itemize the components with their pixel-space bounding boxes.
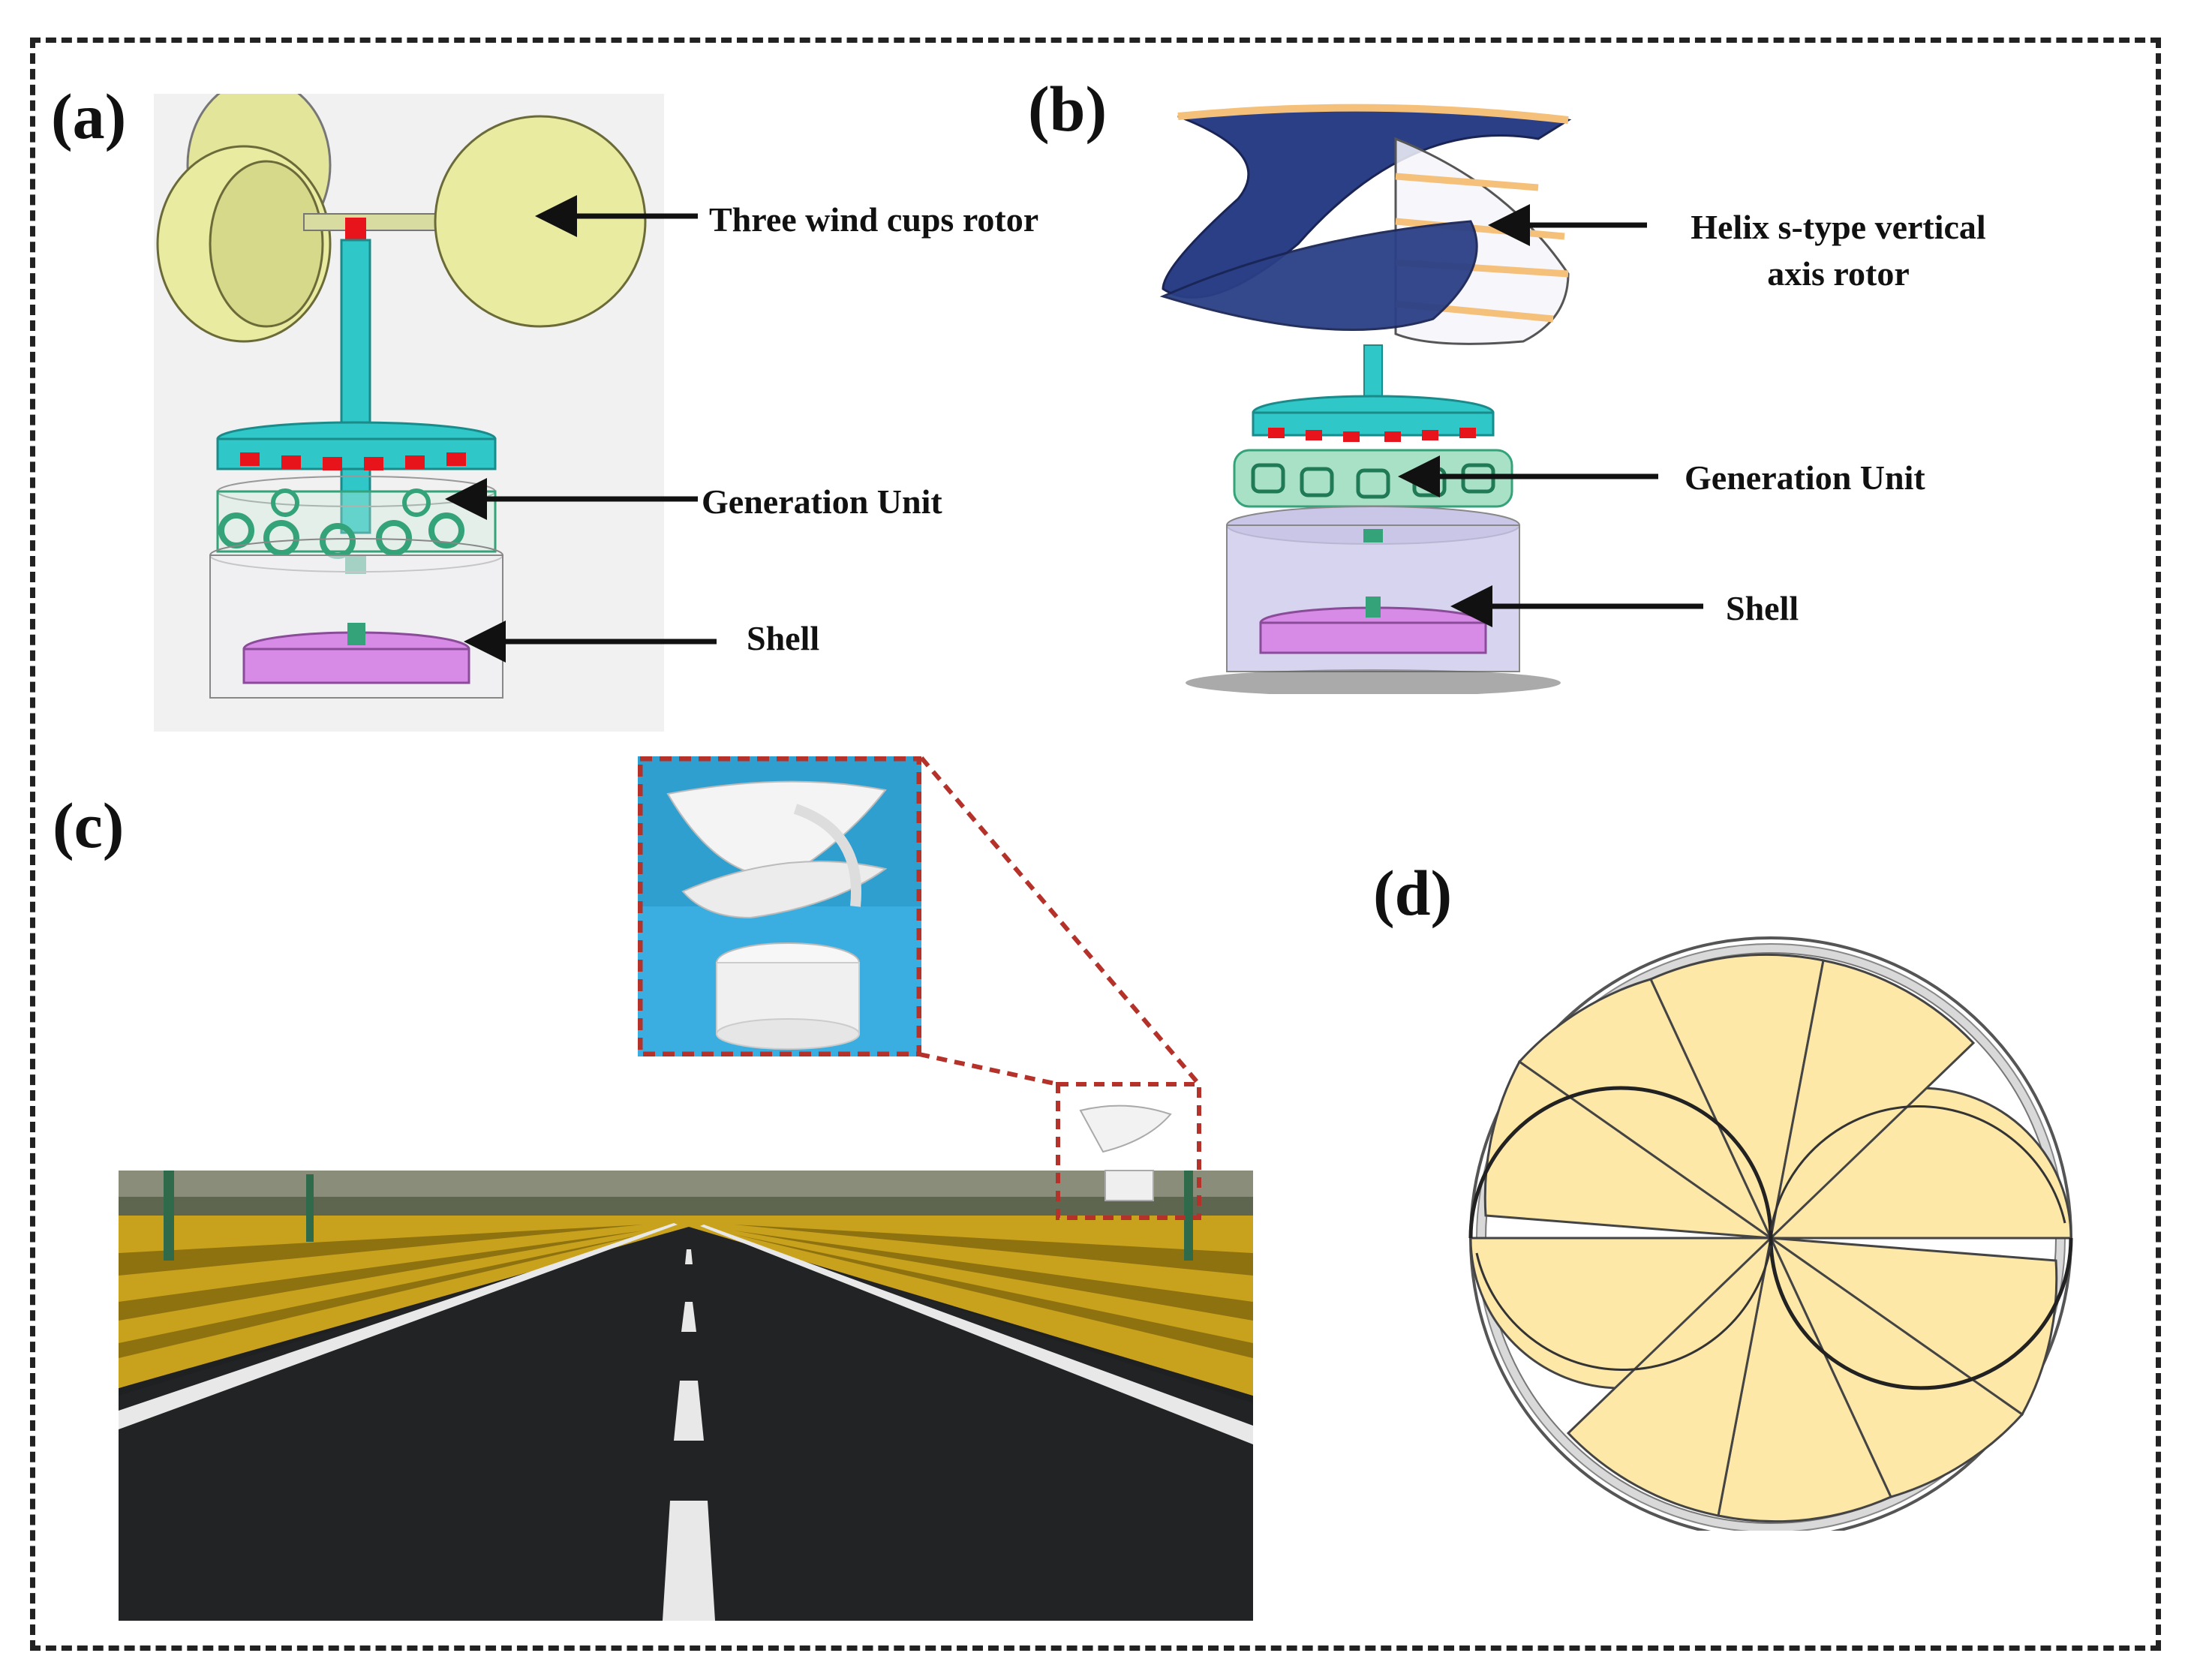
panel-c-label: (c) xyxy=(53,789,125,861)
panel-d-label: (d) xyxy=(1373,857,1453,929)
rotor-top-view-blade-layout xyxy=(1468,936,2073,1531)
highway-road-photo xyxy=(119,1171,1253,1621)
turbine-prototype-photo xyxy=(638,756,921,1056)
callout-helix-rotor: Helix s-type vertical axis rotor xyxy=(1658,204,2018,297)
figure-frame xyxy=(30,38,2161,1651)
callout-b-shell: Shell xyxy=(1726,589,1799,627)
callout-helix-rotor-line1: Helix s-type vertical xyxy=(1691,208,1986,246)
callout-a-generation-unit: Generation Unit xyxy=(702,482,942,521)
panel-b-helix-rotor-illustration xyxy=(1159,104,1572,694)
callout-a-shell: Shell xyxy=(747,619,820,657)
panel-a-label: (a) xyxy=(51,80,127,152)
callout-helix-rotor-line2: axis rotor xyxy=(1767,254,1910,293)
panel-a-cup-anemometer-illustration xyxy=(154,94,664,732)
panel-b-label: (b) xyxy=(1028,73,1108,145)
callout-b-generation-unit: Generation Unit xyxy=(1685,458,1925,497)
callout-three-wind-cups-rotor: Three wind cups rotor xyxy=(709,200,1039,239)
